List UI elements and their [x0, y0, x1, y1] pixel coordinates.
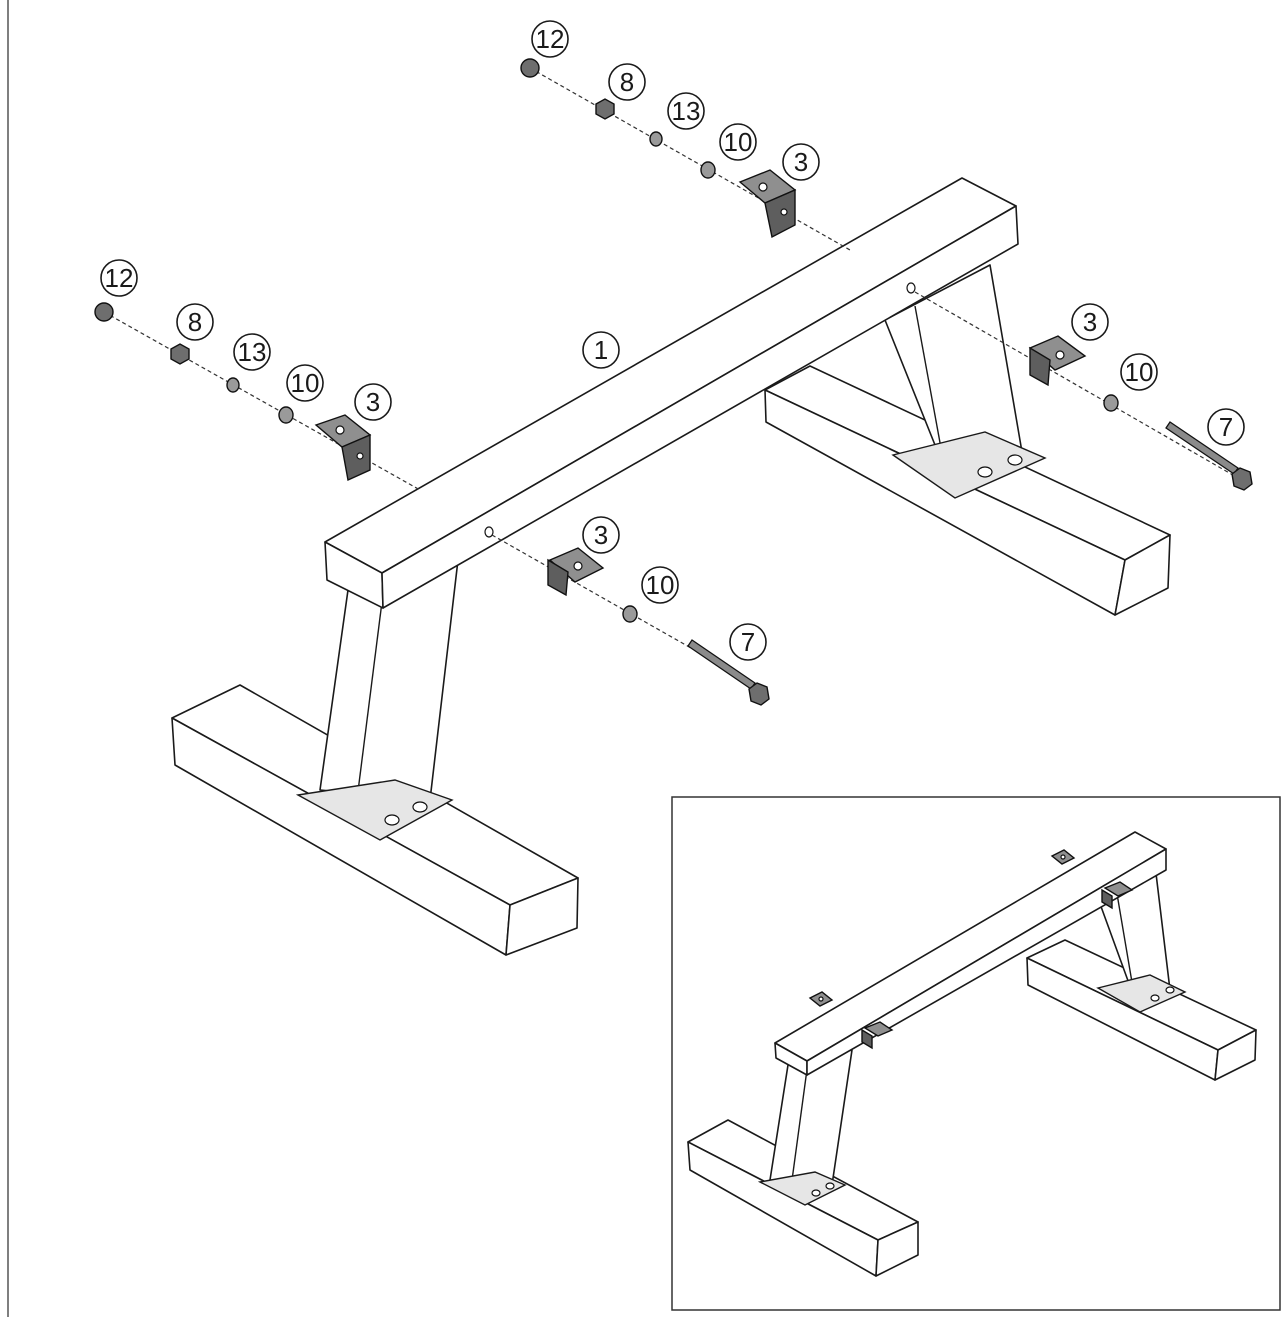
- callout-bolt-right: 7: [1207, 408, 1245, 446]
- callout-bracket-right: 3: [1071, 303, 1109, 341]
- svg-text:13: 13: [238, 337, 267, 367]
- callout-lock-washer-left: 13: [233, 333, 271, 371]
- svg-text:7: 7: [741, 627, 755, 657]
- callout-washer-upper: 10: [719, 123, 757, 161]
- callout-washer-left: 10: [286, 364, 324, 402]
- hardware-stack-front: [491, 534, 770, 706]
- svg-text:3: 3: [794, 147, 808, 177]
- svg-text:3: 3: [366, 387, 380, 417]
- svg-text:10: 10: [646, 570, 675, 600]
- callout-frame: 1: [582, 331, 620, 369]
- hardware-stack-upper: [520, 58, 851, 251]
- svg-text:13: 13: [672, 96, 701, 126]
- top-beam: [324, 177, 1019, 609]
- hardware-stack-right: [914, 291, 1253, 491]
- callout-nut-upper: 8: [608, 63, 646, 101]
- callout-cap-nut-upper: 12: [531, 20, 569, 58]
- svg-text:10: 10: [291, 368, 320, 398]
- callout-cap-nut-left: 12: [100, 259, 138, 297]
- svg-text:12: 12: [536, 24, 565, 54]
- svg-text:10: 10: [1125, 357, 1154, 387]
- callout-lock-washer-upper: 13: [667, 92, 705, 130]
- svg-text:8: 8: [620, 67, 634, 97]
- svg-text:12: 12: [105, 263, 134, 293]
- back-leg-upright: [884, 264, 1047, 499]
- callout-bracket-left: 3: [354, 383, 392, 421]
- inset-frame: [671, 796, 1281, 1311]
- callout-bracket-upper: 3: [782, 143, 820, 181]
- callout-washer-front: 10: [641, 566, 679, 604]
- callout-bolt-front: 7: [729, 623, 767, 661]
- callout-washer-right: 10: [1120, 353, 1158, 391]
- svg-text:8: 8: [188, 307, 202, 337]
- callout-nut-left: 8: [176, 303, 214, 341]
- main-exploded-view: 12 8 13 10 3 12 8 13: [94, 20, 1253, 956]
- inset-assembled-view: [671, 796, 1281, 1311]
- hardware-stack-left: [94, 302, 421, 491]
- svg-text:3: 3: [1083, 307, 1097, 337]
- svg-text:7: 7: [1219, 412, 1233, 442]
- callout-bracket-front: 3: [582, 516, 620, 554]
- svg-text:1: 1: [594, 335, 608, 365]
- svg-text:3: 3: [594, 520, 608, 550]
- svg-text:10: 10: [724, 127, 753, 157]
